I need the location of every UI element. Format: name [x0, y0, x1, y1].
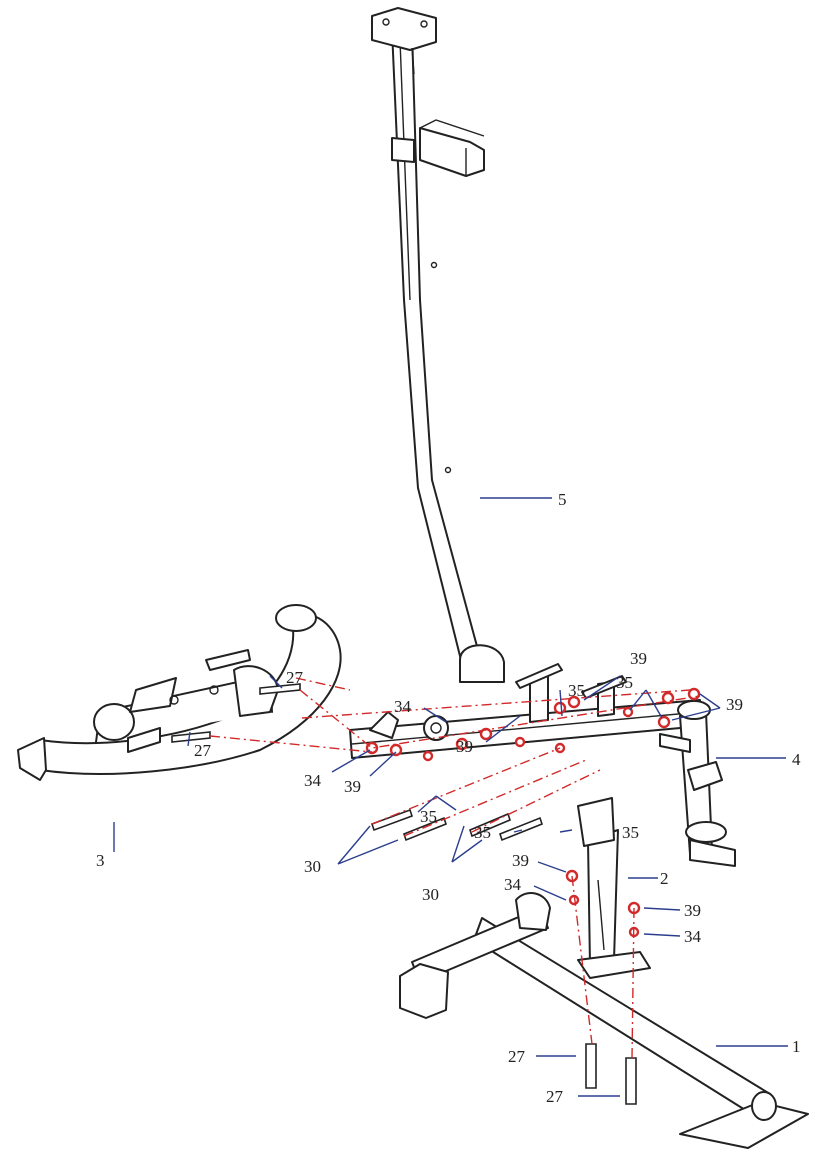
callout-4: 4 — [792, 750, 801, 769]
callout-35-middle: 35 — [474, 823, 491, 842]
callout-labels: 5 4 1 2 3 27 27 27 27 30 30 34 34 34 34 … — [96, 490, 801, 1106]
callout-5: 5 — [558, 490, 567, 509]
callout-34-base: 34 — [684, 927, 702, 946]
callout-34-left: 34 — [304, 771, 322, 790]
part-2-bracket-post — [577, 797, 651, 979]
part-5-upright-mast — [371, 7, 505, 683]
callout-34-upper: 34 — [394, 697, 412, 716]
callout-3: 3 — [96, 851, 105, 870]
callout-2: 2 — [660, 869, 669, 888]
callout-35-right: 35 — [622, 823, 639, 842]
callout-30-left: 30 — [304, 857, 321, 876]
callout-27-front-lower: 27 — [194, 741, 212, 760]
callout-39-base: 39 — [684, 901, 701, 920]
part-1-rear-base — [399, 892, 809, 1149]
callout-27-base-left: 27 — [508, 1047, 526, 1066]
assembly-center-lines — [209, 677, 701, 1059]
hardware-bolts — [171, 683, 637, 1105]
part-4-pivot-crossbar — [349, 663, 736, 867]
callout-35-lower: 35 — [420, 807, 437, 826]
callout-27-front-upper: 27 — [286, 668, 304, 687]
callout-39-left: 39 — [344, 777, 361, 796]
leader-lines — [113, 497, 788, 1097]
callout-30-right: 30 — [422, 885, 439, 904]
callout-39-top-right-mid: 39 — [630, 649, 647, 668]
callout-34-post: 34 — [504, 875, 522, 894]
callout-35-top-center: 35 — [568, 681, 585, 700]
part-3-front-foot — [17, 604, 342, 781]
callout-39-center: 39 — [456, 737, 473, 756]
callout-35-top-right: 35 — [616, 673, 633, 692]
callout-27-base-right: 27 — [546, 1087, 564, 1106]
callout-39-far-right: 39 — [726, 695, 743, 714]
callout-1: 1 — [792, 1037, 801, 1056]
callout-39-post: 39 — [512, 851, 529, 870]
